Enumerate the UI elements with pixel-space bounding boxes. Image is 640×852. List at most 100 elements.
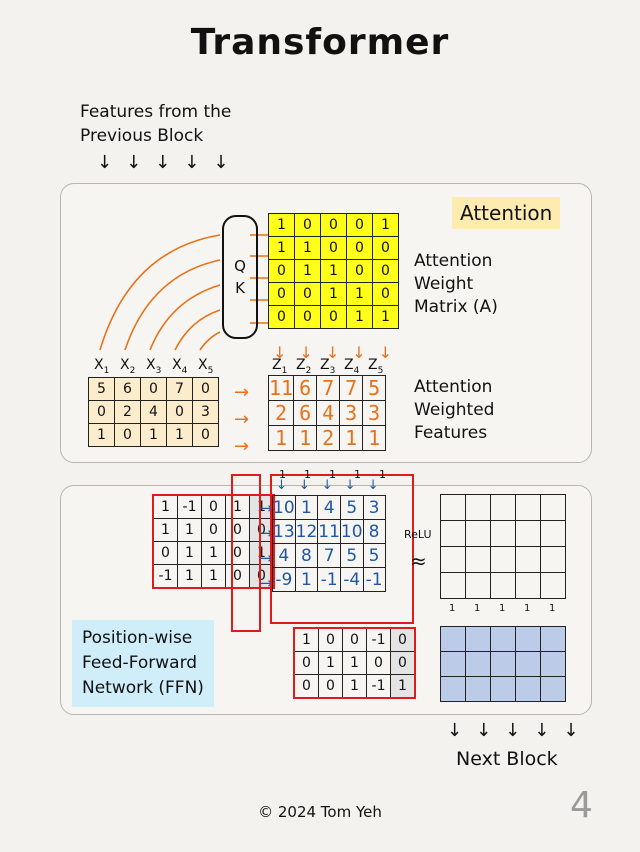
weight-cell: 0 (372, 236, 399, 260)
weight-cell: 0 (346, 213, 373, 237)
x-label: X1 (94, 357, 110, 376)
w1-cell: 0 (225, 564, 250, 589)
feature-cell: 0 (166, 400, 193, 424)
relu-cell (440, 520, 466, 547)
weighted-cell: 7 (316, 375, 341, 401)
relu-cell (515, 494, 541, 521)
feature-cell: 1 (166, 423, 193, 447)
w2-cell: 0 (390, 627, 416, 652)
ffn-output-matrix (440, 626, 566, 702)
ffn-label-line: Feed-Forward (82, 653, 198, 673)
feature-cell: 6 (114, 377, 141, 401)
weighted-cell: 3 (362, 400, 387, 426)
relu-row (440, 494, 566, 521)
relu-cell (440, 572, 466, 599)
relu-cell (540, 494, 566, 521)
k-label: K (235, 279, 245, 297)
relu-cell (540, 572, 566, 599)
one-top: 1 (379, 468, 386, 481)
weighted-cell: 11 (267, 375, 295, 401)
ffn-label-line: Network (FFN) (82, 678, 204, 698)
x-label: X5 (198, 357, 214, 376)
down-arrows-bottom: ↓↓↓↓↓ (447, 720, 593, 741)
weight-label-line: Weight (414, 274, 474, 294)
w1-cell: 0 (152, 541, 178, 565)
output-cell (490, 676, 516, 702)
z-label: Z4 (344, 357, 360, 376)
hidden-cell: 12 (294, 519, 319, 544)
z-label: Z3 (320, 357, 336, 376)
feature-cell: 0 (192, 377, 219, 401)
hidden-cell: 4 (272, 543, 296, 568)
w1-cell: 1 (177, 541, 202, 565)
page-number: 4 (570, 785, 593, 826)
weight-cell: 0 (372, 259, 399, 283)
z-label: Z1 (272, 357, 288, 376)
w1-cell: 1 (152, 518, 178, 542)
w1-cell: 1 (152, 494, 178, 519)
relu-cell (490, 572, 516, 599)
weight-cell: 0 (268, 305, 295, 329)
weighted-label-line: Attention (414, 377, 493, 397)
feature-cell: 3 (192, 400, 219, 424)
attention-flow-arrows (99, 234, 268, 351)
weighted-cell: 6 (293, 375, 318, 401)
output-cell (465, 676, 491, 702)
hidden-cell: 5 (362, 543, 386, 568)
hidden-cell: 10 (272, 495, 296, 520)
w2-cell: 1 (390, 674, 416, 699)
relu-label: ReLU (404, 528, 432, 541)
weighted-cell: 6 (293, 400, 318, 426)
relu-cell (465, 494, 491, 521)
w2-cell: 0 (293, 674, 319, 699)
w2-cell: 0 (366, 651, 391, 675)
z-label: Z2 (296, 357, 312, 376)
weight-cell: 1 (294, 259, 321, 283)
hidden-cell: 4 (317, 495, 341, 520)
hidden-cell: 1 (294, 495, 319, 520)
w2-cell: -1 (366, 627, 391, 652)
hidden-cell: 5 (339, 495, 364, 520)
page-title: Transformer (190, 22, 450, 63)
relu-row (440, 546, 566, 573)
output-cell (515, 626, 541, 652)
q-label: Q (234, 257, 246, 275)
feature-arrows: →→→ (234, 382, 250, 457)
weight-cell: 1 (346, 305, 373, 329)
one-bottom: 1 (499, 603, 506, 614)
w2-cell: 0 (390, 651, 416, 675)
w1-cell: 0 (225, 518, 250, 542)
one-bottom: 1 (449, 603, 456, 614)
w2-cell: 1 (318, 651, 343, 675)
weight-cell: 1 (372, 305, 399, 329)
weighted-cell: 1 (362, 425, 387, 451)
output-cell (515, 676, 541, 702)
relu-cell (490, 546, 516, 573)
ffn-label-box: Position-wise Feed-Forward Network (FFN) (72, 620, 214, 707)
one-top: 1 (354, 468, 361, 481)
hidden-cell: -1 (362, 567, 386, 592)
copyright-footer: © 2024 Tom Yeh (258, 803, 382, 821)
output-cell (540, 651, 566, 677)
relu-cell (490, 494, 516, 521)
ones-top-arrows: ↓↓↓↓↓ (276, 478, 391, 493)
output-row (440, 676, 566, 702)
weight-cell: 1 (294, 236, 321, 260)
one-top: 1 (279, 468, 286, 481)
feature-cell: 1 (140, 423, 167, 447)
next-block-label: Next Block (456, 748, 558, 770)
output-cell (465, 626, 491, 652)
output-row (440, 651, 566, 677)
